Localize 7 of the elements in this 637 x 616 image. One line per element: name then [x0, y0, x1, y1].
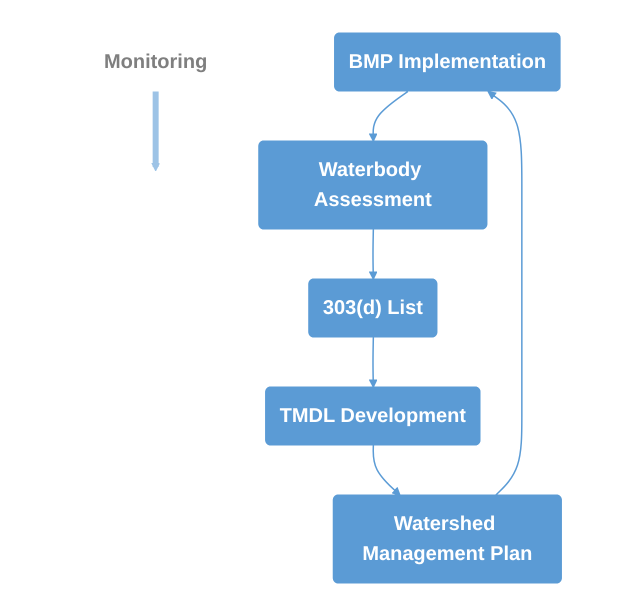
arrow	[372, 445, 401, 496]
arrow	[487, 91, 522, 496]
arrow	[151, 91, 160, 172]
arrow	[368, 90, 408, 142]
arrow	[368, 337, 378, 388]
arrow	[368, 229, 378, 280]
node-text: Monitoring	[104, 51, 208, 73]
